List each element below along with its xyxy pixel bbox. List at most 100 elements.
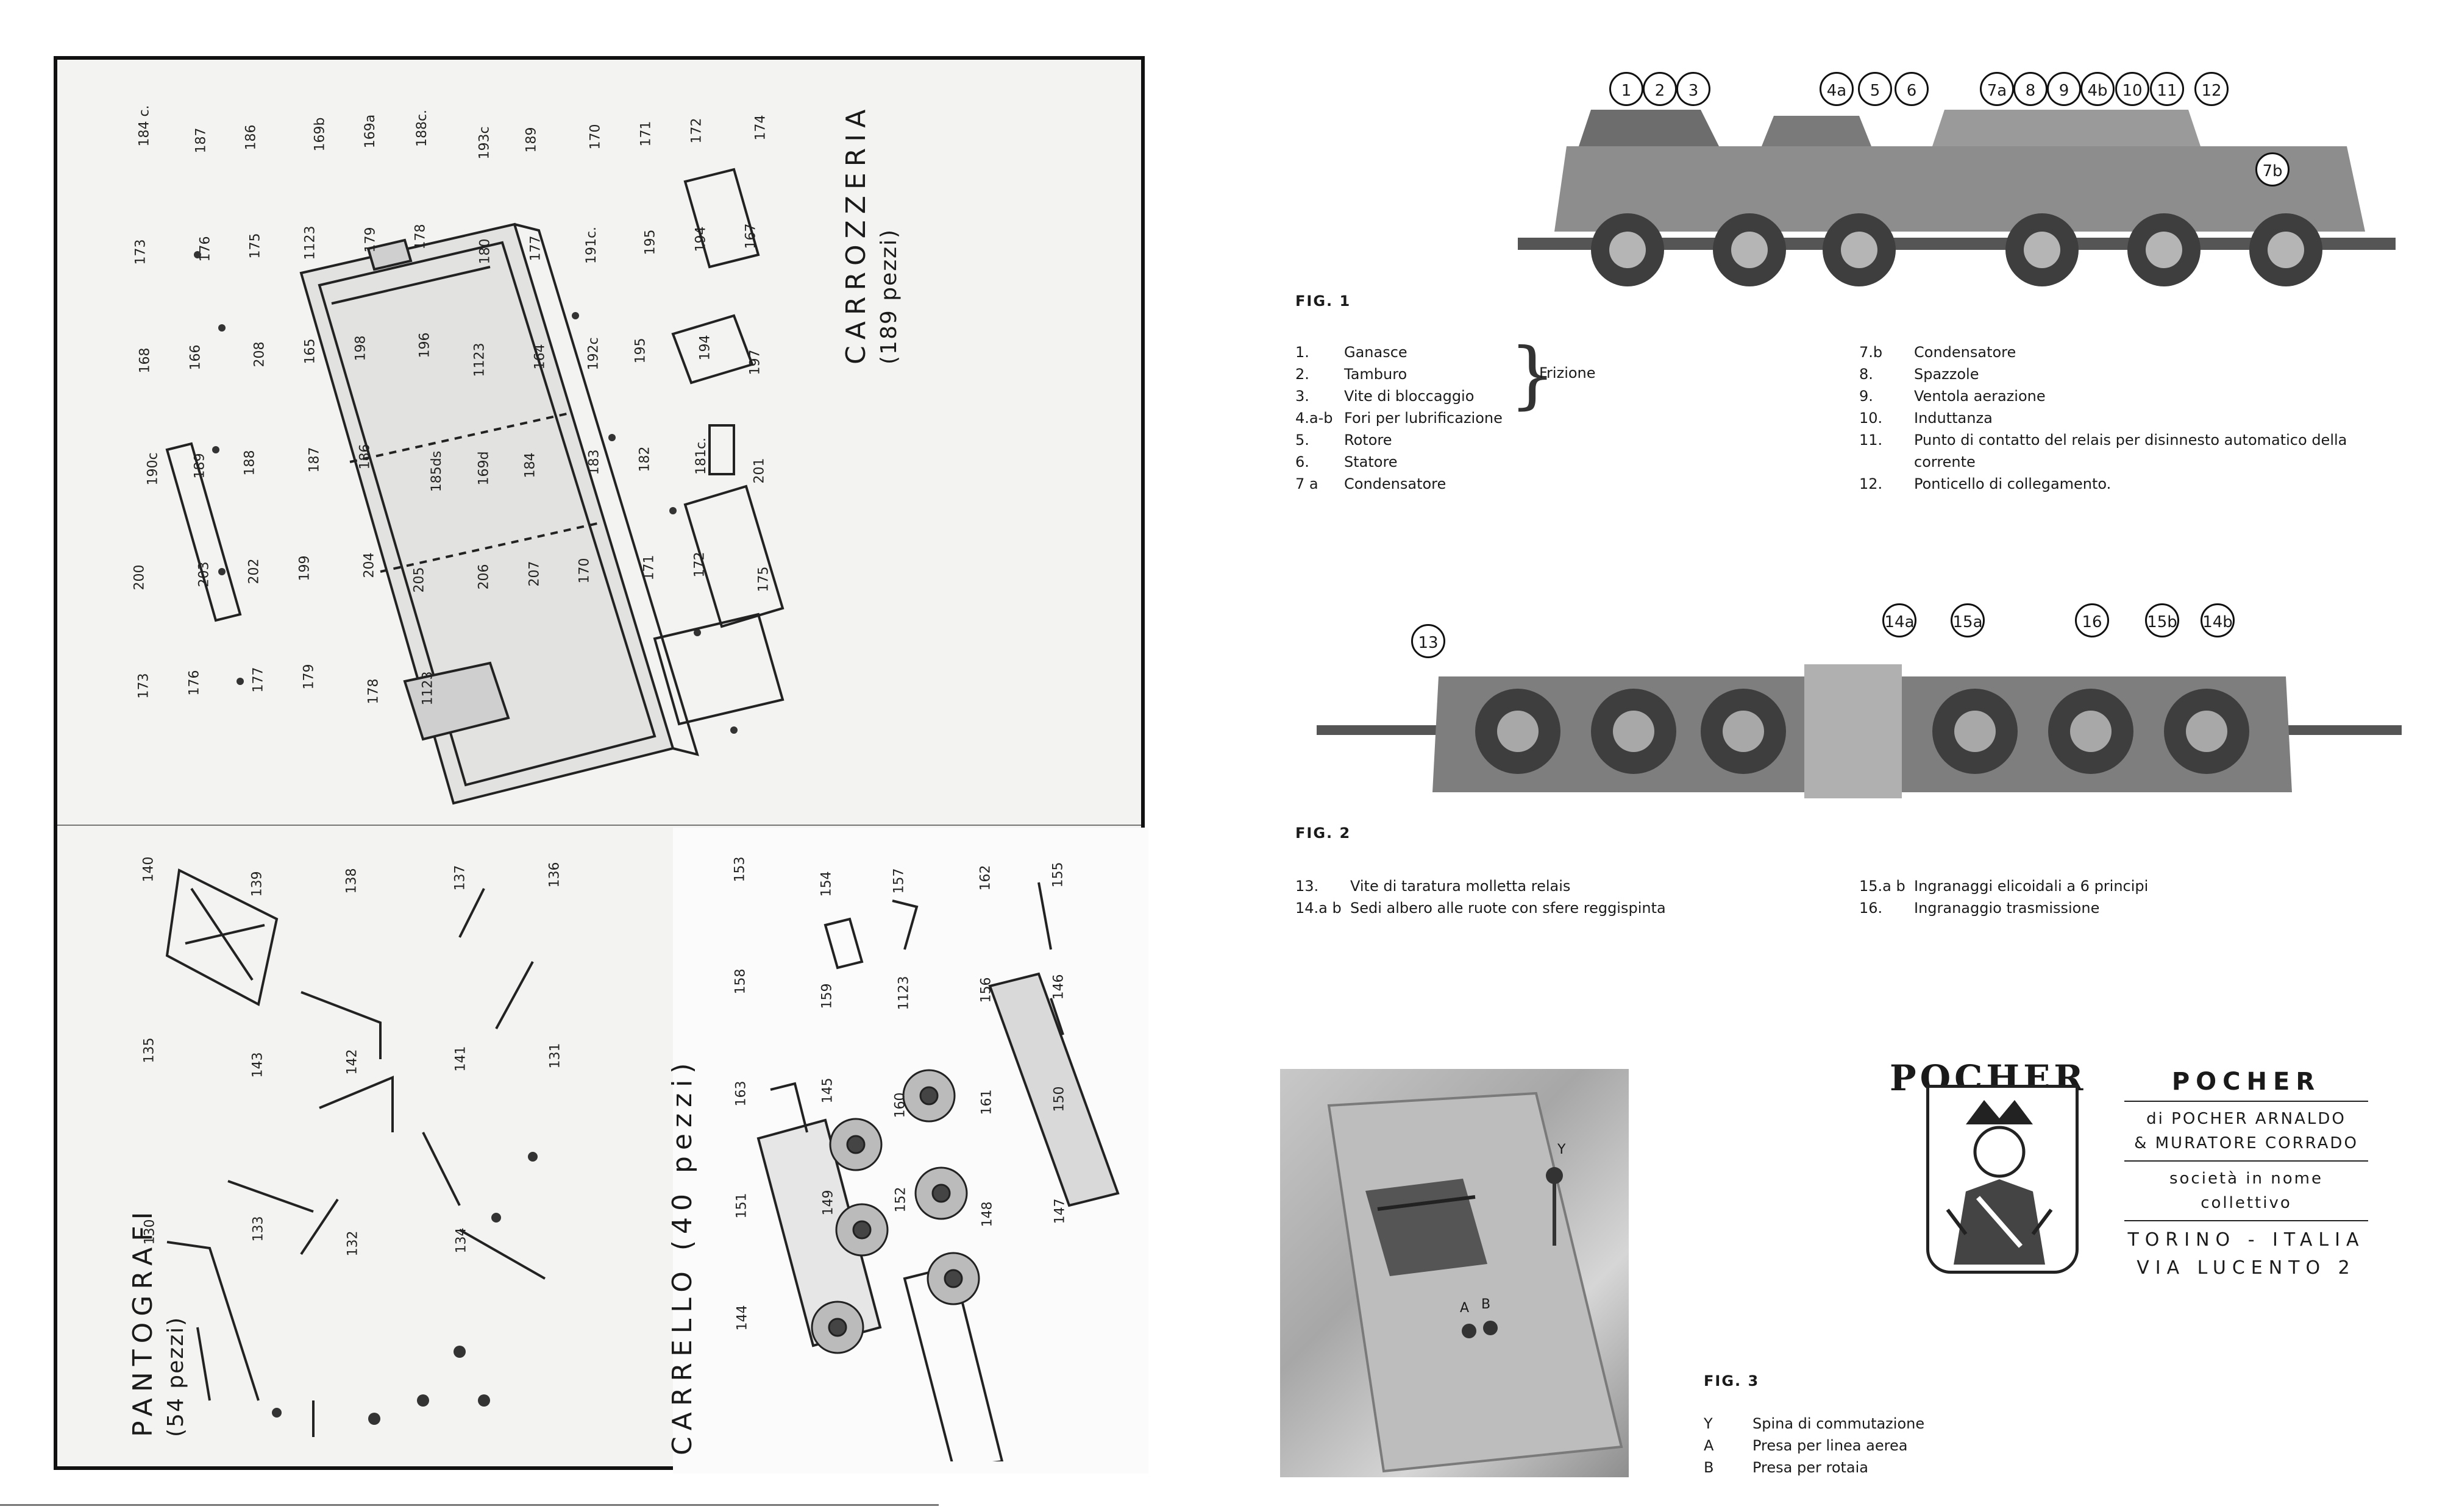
legend-row: 5.Rotore: [1295, 429, 1576, 451]
part-number-label: 176: [187, 670, 202, 696]
part-number-label: 188: [242, 450, 258, 476]
legend-number: 7 a: [1295, 475, 1318, 492]
legend-number: 12.: [1859, 475, 1883, 492]
part-number-label: 1123: [302, 225, 318, 260]
company-name: POCHER: [2171, 1068, 2321, 1096]
callout-15a: 15a: [1951, 603, 1985, 637]
part-number-label: 186: [243, 124, 259, 151]
callout-7b: 7b: [2255, 152, 2290, 186]
part-number-label: 134: [454, 1227, 469, 1254]
legend-text: Spina di commutazione: [1752, 1415, 1925, 1432]
part-number-label: 198: [353, 335, 369, 361]
part-number-label: 184: [522, 452, 538, 478]
legend-number: 16.: [1859, 900, 1883, 917]
part-number-label: 200: [132, 564, 148, 591]
legend-number: 6.: [1295, 453, 1309, 470]
carrozzeria-title: CARROZZERIA (189 pezzi): [841, 103, 902, 364]
part-number-label: 132: [345, 1230, 361, 1257]
legend-number: 9.: [1859, 388, 1873, 405]
company-block: POCHER di POCHER ARNALDO & MURATORE CORR…: [2124, 1068, 2368, 1282]
part-number-label: 151: [734, 1193, 750, 1219]
part-number-label: 152: [893, 1187, 909, 1213]
part-number-label: 161: [979, 1089, 995, 1115]
legend-row: 8.Spazzole: [1859, 363, 2396, 385]
pantografi-count: (54 pezzi): [163, 1316, 188, 1437]
legend-row: corrente: [1859, 451, 2396, 473]
part-number-label: 202: [246, 558, 262, 584]
company-separator: [2124, 1220, 2368, 1221]
fig2-photo: [1317, 640, 2402, 823]
legend-row: 2.Tamburo: [1295, 363, 1576, 385]
part-number-label: 176: [197, 236, 213, 262]
part-number-label: 167: [743, 223, 759, 249]
part-number-label: 1123: [420, 671, 436, 706]
part-number-label: 165: [302, 338, 318, 364]
part-number-label: 154: [819, 871, 834, 897]
part-number-label: 186: [357, 444, 373, 470]
part-number-label: 170: [577, 558, 592, 584]
part-number-label: 170: [588, 124, 603, 150]
part-number-label: 169b: [312, 117, 328, 152]
part-number-label: 182: [637, 446, 653, 472]
part-number-label: 160: [892, 1092, 908, 1118]
part-number-label: 196: [417, 332, 433, 358]
company-line-2: & MURATORE CORRADO: [2134, 1134, 2358, 1152]
part-number-label: 158: [733, 968, 749, 995]
callout-4a: 4a: [1820, 72, 1854, 106]
legend-text: Vite di bloccaggio: [1344, 388, 1475, 405]
legend-row: 3.Vite di bloccaggio: [1295, 385, 1576, 407]
part-number-label: 192c: [586, 337, 602, 371]
callout-6: 6: [1895, 72, 1929, 106]
legend-text: Fori per lubrificazione: [1344, 410, 1503, 427]
company-separator: [2124, 1101, 2368, 1102]
part-number-label: 199: [297, 555, 313, 581]
fig3-label: FIG. 3: [1704, 1372, 1760, 1390]
part-number-label: 203: [196, 561, 212, 587]
legend-number: 2.: [1295, 366, 1309, 383]
legend-number: 11.: [1859, 431, 1883, 449]
callout-5: 5: [1858, 72, 1892, 106]
legend-row: 13.Vite di taratura molletta relais: [1295, 875, 1783, 897]
part-number-label: 143: [250, 1052, 266, 1078]
callout-8: 8: [2013, 72, 2048, 106]
frizione-label: Frizione: [1539, 364, 1596, 382]
part-number-label: 140: [141, 856, 157, 882]
callout-14b: 14b: [2201, 603, 2235, 637]
part-number-label: 169d: [476, 451, 492, 486]
fig3-photo-label-b: B: [1481, 1297, 1491, 1312]
callout-3: 3: [1676, 72, 1710, 106]
legend-text: corrente: [1914, 453, 1976, 470]
part-number-label: 168: [137, 347, 153, 374]
part-number-label: 173: [136, 673, 152, 699]
part-number-label: 178: [413, 224, 429, 250]
part-number-label: 133: [251, 1216, 266, 1242]
part-number-label: 177: [251, 667, 266, 693]
part-number-label: 164: [532, 344, 548, 370]
part-number-label: 205: [411, 567, 427, 593]
part-number-label: 139: [249, 871, 265, 897]
part-number-label: 135: [141, 1037, 157, 1063]
part-number-label: 201: [752, 458, 767, 484]
legend-text: Induttanza: [1914, 410, 1993, 427]
legend-number: 13.: [1295, 878, 1319, 895]
legend-text: Condensatore: [1914, 344, 2016, 361]
sheet-fold-line: [57, 825, 1141, 826]
part-number-label: 185ds: [429, 450, 445, 492]
part-number-label: 193c: [477, 126, 493, 160]
part-number-label: 187: [193, 127, 209, 154]
callout-7a: 7a: [1980, 72, 2014, 106]
part-number-label: 207: [527, 561, 543, 587]
pantografi-title: PANTOGRAFI (54 pezzi): [127, 1205, 188, 1437]
callout-2: 2: [1643, 72, 1677, 106]
part-number-label: 162: [978, 865, 994, 891]
pocher-logo-shield: [1926, 1085, 2079, 1274]
part-number-label: 197: [747, 349, 763, 375]
company-separator: [2124, 1160, 2368, 1162]
